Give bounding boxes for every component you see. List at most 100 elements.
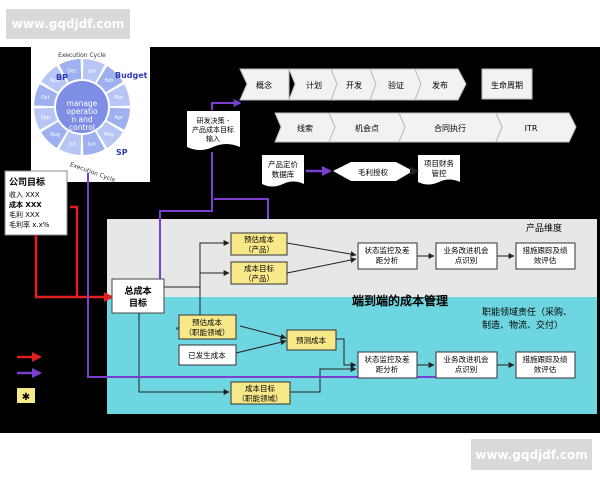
price-db-doc: 产品定价 数据库 bbox=[262, 155, 304, 187]
cycle-segment bbox=[59, 59, 82, 83]
cycle-segment bbox=[106, 84, 130, 107]
e2e-title: 端到端的成本管理 bbox=[352, 293, 448, 308]
svg-text:（产品）: （产品） bbox=[244, 244, 274, 254]
monitor-product: 状态监控及差 距分析 bbox=[357, 242, 418, 270]
cycle-center-1: manage bbox=[67, 99, 98, 108]
svg-text:点识别: 点识别 bbox=[455, 365, 478, 374]
cycle-center-3: n and bbox=[71, 115, 92, 124]
svg-text:已发生成本: 已发生成本 bbox=[188, 350, 226, 360]
cycle-month-label: Nov bbox=[50, 78, 60, 84]
svg-text:预估成本: 预估成本 bbox=[192, 317, 222, 327]
svg-text:预测成本: 预测成本 bbox=[296, 335, 326, 345]
execution-cycle: Execution Cycle JanFebMarAprMayJunJulAug… bbox=[31, 47, 150, 184]
svg-text:状态监控及差: 状态监控及差 bbox=[365, 245, 410, 255]
watermark-top: www.gqdjdf.com bbox=[6, 9, 130, 39]
forecast-cost: 预测成本 bbox=[286, 329, 337, 351]
svg-text:效评估: 效评估 bbox=[534, 255, 557, 265]
legend-yellow-box bbox=[17, 388, 35, 403]
func-resp-line-2: 制造、物流、交付） bbox=[482, 319, 563, 331]
cycle-segment bbox=[82, 131, 105, 155]
cycle-sp: SP bbox=[116, 148, 128, 157]
cycle-month-label: Jan bbox=[87, 68, 96, 74]
improve-func: 业务改进机会 点识别 bbox=[435, 351, 498, 379]
svg-text:（职能领域）: （职能领域） bbox=[238, 393, 283, 403]
cycle-segment bbox=[41, 66, 68, 93]
est-cost-product: 预估成本 （产品） bbox=[230, 232, 288, 256]
cycle-month-label: Aug bbox=[50, 132, 60, 138]
cycle-bp: BP bbox=[56, 73, 68, 82]
cycle-month-label: Apr bbox=[114, 115, 124, 121]
cycle-month-label: Jul bbox=[68, 142, 75, 148]
cycle-budget: Budget bbox=[115, 71, 148, 80]
flow-stage-3: 合同执行 bbox=[434, 123, 466, 133]
measures-func: 措施跟踪及绩 效评估 bbox=[515, 351, 576, 379]
svg-text:数据库: 数据库 bbox=[272, 169, 295, 179]
cycle-center-2: operatio bbox=[66, 107, 98, 116]
cycle-segment bbox=[34, 107, 58, 130]
cycle-month-label: Feb bbox=[104, 78, 113, 84]
watermark-bottom: www.gqdjdf.com bbox=[471, 439, 592, 470]
svg-text:毛利率 x.x%: 毛利率 x.x% bbox=[9, 220, 50, 229]
target-cost-product: 成本目标 （产品） bbox=[230, 261, 288, 285]
svg-text:（职能领域）: （职能领域） bbox=[185, 327, 230, 337]
svg-text:产品定价: 产品定价 bbox=[268, 159, 298, 169]
incurred-cost: 已发生成本 bbox=[178, 344, 237, 366]
est-cost-func: 预估成本 （职能领域） bbox=[178, 314, 237, 340]
flow-stage-1: 线索 bbox=[297, 123, 313, 133]
flow-stage-2: 机会点 bbox=[355, 123, 379, 133]
lifecycle-stage-5: 发布 bbox=[432, 80, 448, 90]
svg-text:毛利 XXX: 毛利 XXX bbox=[9, 210, 40, 219]
company-goal-box: 公司目标 收入 XXX 成本 XXX 毛利 XXX 毛利率 x.x% bbox=[4, 170, 68, 236]
cycle-segment bbox=[34, 84, 58, 107]
lifecycle-stage-4: 验证 bbox=[388, 80, 404, 90]
svg-text:预估成本: 预估成本 bbox=[244, 234, 274, 244]
svg-text:（产品）: （产品） bbox=[244, 273, 274, 283]
target-cost-func: 成本目标 （职能领域） bbox=[230, 381, 291, 405]
legend: ✱ bbox=[17, 352, 42, 403]
svg-text:效评估: 效评估 bbox=[534, 364, 557, 374]
svg-text:措施跟踪及绩: 措施跟踪及绩 bbox=[523, 245, 568, 255]
svg-text:业务改进机会: 业务改进机会 bbox=[444, 354, 489, 364]
cycle-month-label: Mar bbox=[114, 95, 124, 101]
svg-text:毛利授权: 毛利授权 bbox=[358, 167, 388, 177]
cycle-title: Execution Cycle bbox=[58, 52, 106, 59]
company-goal-title: 公司目标 bbox=[9, 176, 45, 188]
svg-text:措施跟踪及绩: 措施跟踪及绩 bbox=[523, 354, 568, 364]
svg-text:业务改进机会: 业务改进机会 bbox=[444, 245, 489, 255]
svg-text:总成本: 总成本 bbox=[124, 285, 152, 297]
cycle-month-label: Jun bbox=[87, 142, 96, 148]
svg-text:目标: 目标 bbox=[129, 297, 147, 309]
cycle-segment bbox=[59, 131, 82, 155]
svg-text:状态监控及差: 状态监控及差 bbox=[365, 354, 410, 364]
cycle-segment bbox=[96, 66, 123, 93]
cycle-month-label: Dec bbox=[67, 68, 77, 74]
cycle-segment bbox=[106, 107, 130, 130]
improve-product: 业务改进机会 点识别 bbox=[435, 242, 498, 270]
svg-text:成本目标: 成本目标 bbox=[245, 383, 275, 393]
lifecycle-stage-3: 开发 bbox=[346, 80, 362, 90]
total-cost-box: 总成本 目标 bbox=[111, 278, 165, 314]
svg-text:产品成本目标: 产品成本目标 bbox=[192, 125, 234, 134]
flow-stage-4: ITR bbox=[525, 124, 538, 133]
flow-row: 线索 机会点 合同执行 ITR bbox=[274, 112, 577, 143]
svg-text:成本目标: 成本目标 bbox=[244, 263, 274, 273]
product-dimension-label: 产品维度 bbox=[526, 222, 562, 234]
svg-text:收入 XXX: 收入 XXX bbox=[9, 190, 40, 199]
cycle-month-label: Oct bbox=[41, 95, 50, 101]
svg-text:研发决策 -: 研发决策 - bbox=[197, 116, 230, 125]
func-resp-line-1: 职能领域责任（采购、 bbox=[482, 306, 572, 318]
svg-text:管控: 管控 bbox=[432, 168, 447, 178]
lifecycle-label: 生命周期 bbox=[491, 80, 523, 90]
margin-auth: 毛利授权 bbox=[333, 162, 413, 181]
monitor-func: 状态监控及差 距分析 bbox=[357, 351, 418, 379]
svg-text:输入: 输入 bbox=[206, 134, 220, 143]
cycle-segment bbox=[41, 121, 68, 148]
svg-text:成本 XXX: 成本 XXX bbox=[9, 200, 42, 209]
svg-text:项目财务: 项目财务 bbox=[424, 158, 454, 168]
measures-product: 措施跟踪及绩 效评估 bbox=[515, 242, 576, 270]
cycle-segment bbox=[96, 121, 123, 148]
rd-decision-doc: 研发决策 - 产品成本目标 输入 bbox=[187, 111, 240, 150]
svg-text:距分析: 距分析 bbox=[376, 364, 399, 374]
